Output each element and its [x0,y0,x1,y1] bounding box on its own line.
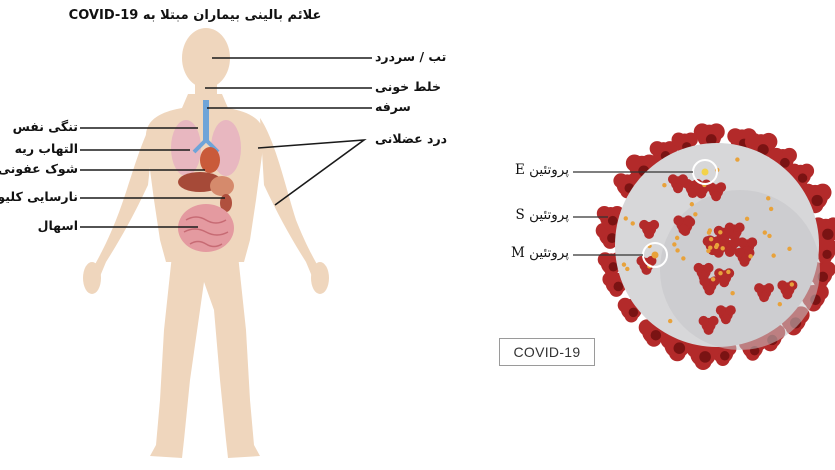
virus-body-shade [660,190,820,350]
body-arm-left [88,118,155,290]
e-protein-dot-small [668,319,672,323]
e-protein-dot-small [624,216,628,220]
symptom-label-septic-shock: شوک عفونی [0,161,78,176]
symptom-label-hemoptysis: خلط خونی [375,79,441,94]
m-protein-dot [652,252,659,259]
stomach [210,176,234,196]
e-protein-dot-small [708,245,712,249]
e-protein-dot-small [766,196,770,200]
symptom-label-dyspnea: تنگی نفس [13,119,78,134]
e-protein-dot-small [771,253,775,257]
e-protein-dot-small [622,262,626,266]
symptom-label-muscle-pain: درد عضلانی [375,131,447,146]
body-legs [150,255,260,458]
human-body [83,28,329,458]
body-hand-right [311,262,329,294]
e-protein-dot-small [681,256,685,260]
e-protein-dot-small [778,302,782,306]
e-protein-dot-small [726,270,730,274]
symptom-label-cough: سرفه [375,99,411,114]
symptom-label-renal-failure: نارسایی کلیوی [0,189,78,204]
e-protein-dot-small [708,228,712,232]
protein-label-m: پروتئین M [497,245,569,261]
coronavirus-illustration [596,123,835,370]
e-protein-dot-small [709,237,713,241]
e-protein-dot-small [711,277,715,281]
e-protein-dot-small [718,230,722,234]
e-protein-dot-small [693,212,697,216]
protein-label-s: پروتئین S [497,207,569,223]
e-protein-dot-small [730,291,734,295]
e-protein-dot-small [763,230,767,234]
protein-label-e: پروتئین E [497,162,569,178]
e-protein-dot-small [714,245,718,249]
e-protein-dot-small [672,242,676,246]
e-protein-dot-small [748,254,752,258]
e-protein-dot-small [718,271,722,275]
symptom-label-diarrhea: اسهال [38,218,78,233]
e-protein-dot-small [787,247,791,251]
e-protein-dot-small [662,183,666,187]
e-protein-dot-small [690,202,694,206]
e-protein-dot-small [675,248,679,252]
body-hand-left [83,262,101,294]
e-protein-dot [702,169,709,176]
symptom-label-fever: تب / سردرد [375,49,446,64]
symptom-label-pneumonia: التهاب ریه [15,141,78,156]
e-protein-dot-small [631,221,635,225]
e-protein-dot-small [675,236,679,240]
e-protein-dot-small [720,246,724,250]
e-protein-dot-small [735,157,739,161]
e-protein-dot-small [769,207,773,211]
trachea [203,100,209,142]
covid19-badge: COVID-19 [499,338,595,366]
e-protein-dot-small [625,267,629,271]
e-protein-dot-small [790,282,794,286]
e-protein-dot-small [745,217,749,221]
heart [200,147,220,173]
figure-title: علائم بالینی بیماران مبتلا به COVID-19 [60,8,330,23]
e-protein-dot-small [767,234,771,238]
